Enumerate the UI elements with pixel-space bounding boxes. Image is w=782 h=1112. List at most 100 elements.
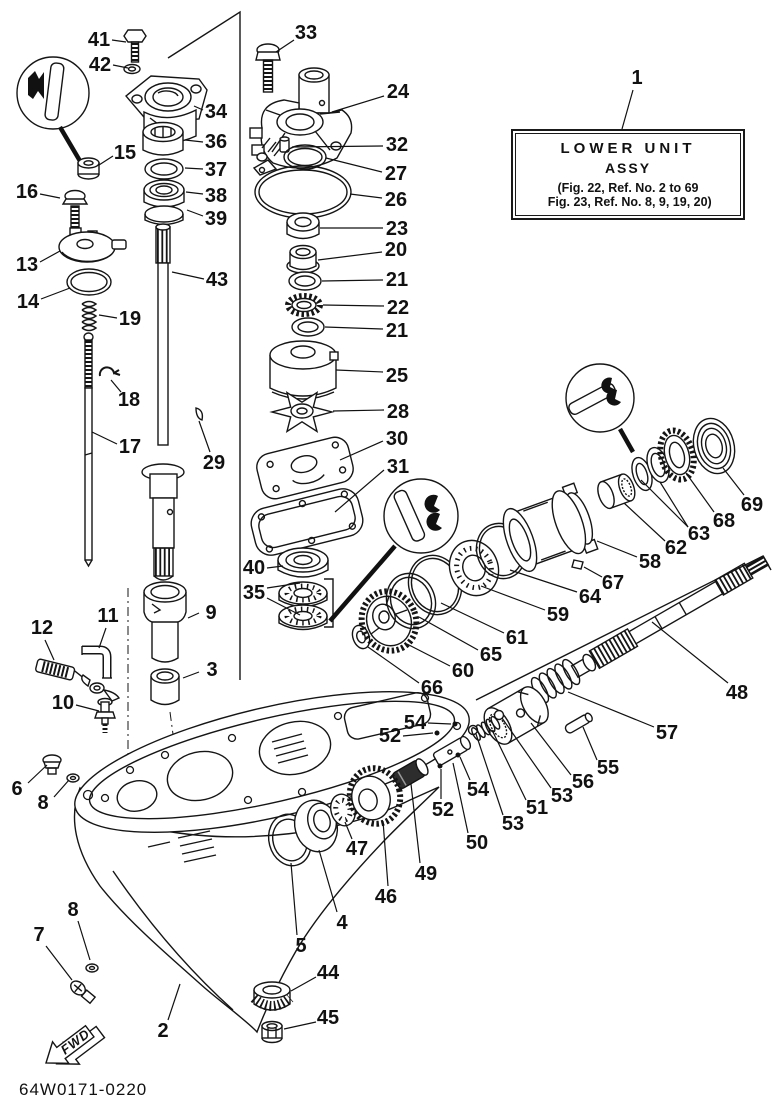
part-11-clamp	[81, 674, 121, 702]
title-line-3: (Fig. 22, Ref. No. 2 to 69	[557, 181, 699, 195]
leader-line-20	[317, 251, 383, 261]
leader-line-15	[98, 155, 114, 166]
part-31-gasket	[250, 488, 364, 556]
leader-line-33	[275, 39, 295, 53]
title-line-2: ASSY	[604, 160, 652, 176]
callout-label-14: 14	[17, 291, 40, 313]
leader-line-64	[509, 569, 578, 593]
clip-symbol-icon	[424, 494, 440, 513]
title-line-4: Fig. 23, Ref. No. 8, 9, 19, 20)	[544, 195, 712, 209]
part-36-bearing	[142, 121, 184, 156]
callout-labels-layer: 1414233243432363738392726232021222125283…	[11, 22, 763, 1042]
clip-symbol-icon	[606, 389, 621, 406]
callout-label-21: 21	[386, 320, 408, 342]
part-40-seal	[277, 547, 329, 578]
part-54-pins	[452, 721, 461, 758]
part-58-bearing-carrier	[502, 482, 599, 573]
leader-line-3	[182, 671, 200, 679]
callout-label-11: 11	[97, 605, 118, 627]
callout-label-50: 50	[466, 832, 488, 854]
part-46-forward-gear	[346, 765, 404, 827]
part-42-washer	[123, 63, 141, 75]
callout-label-1: 1	[631, 67, 642, 89]
title-box: LOWER UNIT ASSY (Fig. 22, Ref. No. 2 to …	[511, 129, 745, 220]
callout-label-44: 44	[317, 962, 340, 984]
leader-line-30	[339, 440, 384, 461]
leader-line-47	[344, 821, 353, 840]
leader-line-24	[331, 95, 385, 113]
callout-label-49: 49	[415, 863, 437, 885]
part-44-gear	[250, 981, 294, 1011]
part-17-shift-rod	[83, 332, 94, 568]
leader-line-21	[321, 279, 384, 282]
callout-label-7: 7	[33, 924, 44, 946]
leader-line-46	[382, 820, 389, 887]
leader-line-9	[187, 612, 200, 619]
footer-part-code: 64W0171-0220	[19, 1080, 148, 1099]
leader-line-53	[475, 733, 504, 816]
leader-line-13	[39, 250, 61, 263]
callout-label-23: 23	[386, 218, 408, 240]
part-48-prop-shaft	[570, 555, 770, 679]
part-15-nut	[77, 157, 100, 180]
leader-line-62	[623, 502, 666, 542]
leader-line-8	[53, 779, 70, 798]
part-37-washer	[144, 158, 184, 180]
part-52-balls	[434, 730, 443, 769]
leader-line-28	[332, 409, 385, 412]
part-21-washer-upper	[288, 271, 322, 291]
leader-line-68	[685, 472, 715, 513]
detail-circle-grease-b	[328, 478, 459, 623]
callout-label-60: 60	[452, 660, 474, 682]
part-3-bushing	[150, 668, 180, 706]
callout-label-45: 45	[317, 1007, 339, 1029]
part-9-bushing	[143, 581, 187, 663]
callout-label-53: 53	[551, 785, 573, 807]
leader-line-48	[651, 621, 729, 684]
title-line-1: LOWER UNIT	[560, 140, 696, 157]
part-12-anode-bolt	[35, 658, 83, 681]
leader-line-59	[480, 585, 546, 611]
part-7-screw	[70, 980, 97, 1005]
leader-line-7	[45, 945, 73, 981]
leader-line-5	[290, 862, 298, 936]
callout-label-46: 46	[375, 886, 397, 908]
leader-line-44	[290, 976, 317, 992]
leader-line-12	[44, 639, 55, 661]
part-6-bolt	[42, 754, 62, 775]
callout-label-15: 15	[114, 142, 136, 164]
callout-label-37: 37	[205, 159, 227, 181]
clip-symbol-icon	[601, 377, 616, 394]
callout-label-3: 3	[206, 659, 217, 681]
callout-label-27: 27	[385, 163, 407, 185]
leader-line-66	[367, 646, 420, 684]
leader-line-55	[582, 726, 598, 761]
leader-line-14	[40, 287, 71, 300]
part-14-oring	[66, 268, 112, 296]
callout-label-2: 2	[157, 1020, 168, 1042]
part-21-washer-lower	[291, 317, 325, 337]
part-41-bolt	[123, 29, 147, 63]
leader-line-53	[501, 717, 552, 789]
callout-label-54: 54	[404, 712, 427, 734]
leader-line-25	[335, 369, 384, 373]
callout-label-8: 8	[67, 899, 78, 921]
fwd-arrow-icon: FWD	[45, 1024, 106, 1065]
callout-label-65: 65	[480, 644, 502, 666]
part-50-slider	[432, 735, 472, 766]
callout-label-54: 54	[467, 779, 490, 801]
part-20-collar	[286, 244, 320, 274]
part-22-toothed-washer	[285, 293, 323, 317]
callout-label-48: 48	[726, 682, 748, 704]
leader-line-58	[596, 540, 638, 558]
callout-label-38: 38	[205, 185, 227, 207]
callout-label-34: 34	[205, 101, 228, 123]
callout-label-19: 19	[119, 308, 141, 330]
part-65-oring	[385, 572, 437, 630]
part-51-spring	[471, 715, 501, 741]
leader-line-17	[91, 431, 118, 445]
part-16-bolt	[61, 189, 89, 229]
leader-line-26	[349, 193, 383, 199]
leader-line-11	[98, 627, 107, 649]
